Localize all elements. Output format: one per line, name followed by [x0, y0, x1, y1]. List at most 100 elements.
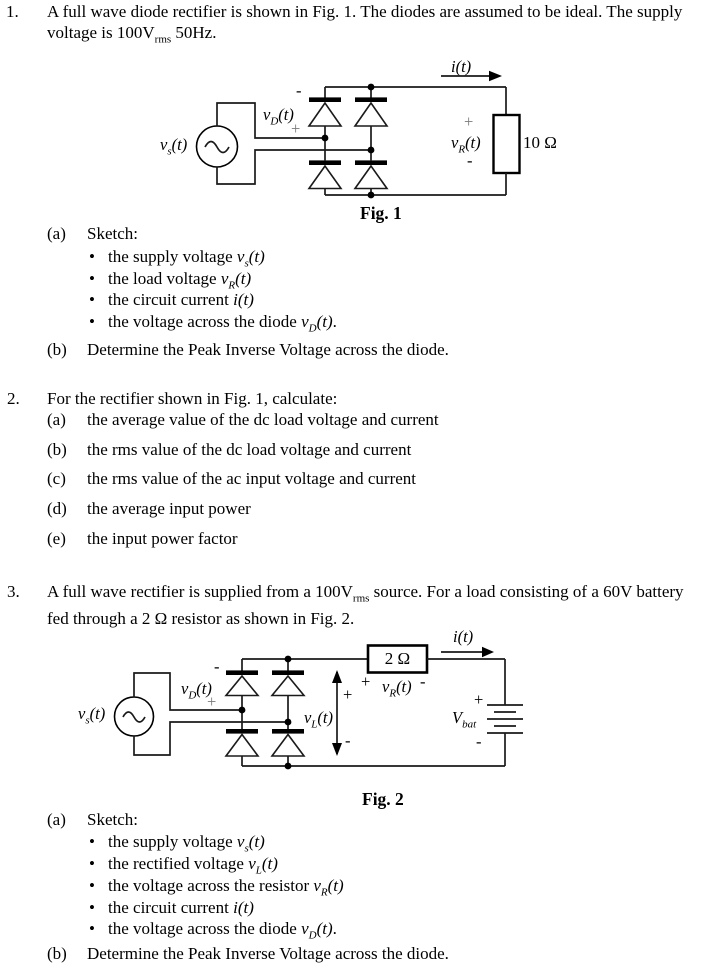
junction-dot [284, 762, 292, 770]
diode-triangle [224, 733, 260, 757]
fig1-vr-minus: - [467, 151, 473, 170]
bullet-icon: • [89, 312, 95, 331]
junction-dot [284, 655, 292, 663]
fig1-ac-source [195, 125, 239, 168]
q2-item-label: (d) [47, 499, 67, 518]
list-item: the voltage across the diode vD(t). [108, 312, 337, 335]
q1-text-line1: A full wave diode rectifier is shown in … [47, 2, 683, 21]
diode-triangle [353, 164, 389, 190]
junction-dot [238, 706, 246, 714]
bullet-icon: • [89, 247, 95, 266]
q2-item-text: the rms value of the dc load voltage and… [87, 440, 412, 459]
bullet-icon: • [89, 919, 95, 938]
q1a-title: Sketch: [87, 224, 138, 243]
ac-source-icon [204, 140, 230, 154]
bullet-icon: • [89, 269, 95, 288]
q2-item-label: (a) [47, 410, 66, 429]
list-item: the circuit current i(t) [108, 898, 254, 917]
diode-triangle [307, 101, 343, 127]
fig2-caption: Fig. 2 [362, 789, 404, 809]
list-item: the rectified voltage vL(t) [108, 854, 278, 877]
diode-cathode-bar [226, 670, 258, 675]
diode-triangle [307, 164, 343, 190]
fig2-resistor-value: 2 Ω [384, 649, 411, 668]
fig1-caption: Fig. 1 [360, 203, 402, 223]
q1b-label: (b) [47, 340, 67, 359]
q2-item-text: the average value of the dc load voltage… [87, 410, 439, 429]
fig1-load-resistor [492, 113, 521, 195]
diode-triangle [270, 674, 306, 697]
fig1-source-label: vs(t) [160, 135, 188, 158]
diode-cathode-bar [226, 729, 258, 734]
diode-triangle [353, 101, 389, 127]
list-item: the supply voltage vs(t) [108, 832, 265, 855]
fig2-vl-arrow-icon [332, 670, 342, 756]
fig1-vr-plus: + [464, 112, 474, 131]
ac-source-icon [122, 711, 146, 723]
fig1-vd-label: vD(t) [263, 105, 294, 128]
fig2-vbat-plus: + [474, 690, 484, 709]
diode-cathode-bar [355, 160, 387, 165]
junction-dot [367, 83, 375, 91]
q3b-text: Determine the Peak Inverse Voltage acros… [87, 944, 449, 963]
fig2-vd-minus: - [214, 657, 220, 676]
list-item: the voltage across the resistor vR(t) [108, 876, 344, 899]
q1b-text: Determine the Peak Inverse Voltage acros… [87, 340, 449, 359]
fig1-current-label: i(t) [451, 57, 472, 76]
diode-triangle [270, 733, 306, 757]
q2-item-text: the rms value of the ac input voltage an… [87, 469, 417, 488]
fig2-vr-label: vR(t) [382, 677, 412, 700]
bullet-icon: • [89, 898, 95, 917]
junction-dot [367, 191, 375, 199]
q3-text-line1: A full wave rectifier is supplied from a… [47, 582, 684, 605]
diode-cathode-bar [309, 160, 341, 165]
fig2-circuit [113, 644, 523, 770]
fig2-source-label: vs(t) [78, 704, 106, 727]
bullet-icon: • [89, 290, 95, 309]
fig2-vbat-minus: - [476, 732, 482, 751]
fig1-vd-plus: + [291, 119, 301, 138]
fig1-source-wires [216, 102, 371, 185]
list-item: the circuit current i(t) [108, 290, 254, 309]
fig2-vl-minus: - [345, 731, 351, 750]
fig2-vl-plus: + [343, 685, 353, 704]
list-item: the load voltage vR(t) [108, 269, 252, 292]
junction-dot [284, 718, 292, 726]
fig1-vr-label: vR(t) [451, 133, 481, 156]
q2-item-text: the average input power [87, 499, 251, 518]
q3a-title: Sketch: [87, 810, 138, 829]
fig2-vr-plus: + [361, 672, 371, 691]
bullet-icon: • [89, 876, 95, 895]
fig2-current-label: i(t) [453, 627, 474, 646]
diode-triangle [224, 674, 260, 697]
q2-intro: For the rectifier shown in Fig. 1, calcu… [47, 389, 338, 408]
junction-dot [367, 146, 375, 154]
fig2-current-arrow-icon [441, 646, 494, 658]
q3a-label: (a) [47, 810, 66, 829]
q2-item-label: (c) [47, 469, 66, 488]
q2-item-text: the input power factor [87, 529, 238, 548]
q1-number: 1. [6, 2, 19, 21]
fig1-resistor-value: 10 Ω [523, 133, 557, 152]
diode-cathode-bar [272, 670, 304, 675]
bullet-icon: • [89, 854, 95, 873]
q1a-label: (a) [47, 224, 66, 243]
diode-cathode-bar [355, 97, 387, 102]
q3-text-line2: fed through a 2 Ω resistor as shown in F… [47, 609, 355, 628]
fig2-vd-plus: + [207, 692, 217, 711]
fig2-vl-label: vL(t) [303, 708, 333, 731]
junction-dot [321, 134, 329, 142]
fig2-vbat-label: Vbat [452, 708, 477, 731]
q3-number: 3. [7, 582, 20, 601]
q2-number: 2. [7, 389, 20, 408]
diode-cathode-bar [272, 729, 304, 734]
fig1-vd-minus: - [296, 81, 302, 100]
q3b-label: (b) [47, 944, 67, 963]
bullet-icon: • [89, 832, 95, 851]
fig2-ac-source [113, 696, 155, 737]
fig2-vr-minus: - [420, 672, 426, 691]
list-item: the supply voltage vs(t) [108, 247, 265, 270]
q2-item-label: (e) [47, 529, 66, 548]
list-item: the voltage across the diode vD(t). [108, 919, 337, 942]
